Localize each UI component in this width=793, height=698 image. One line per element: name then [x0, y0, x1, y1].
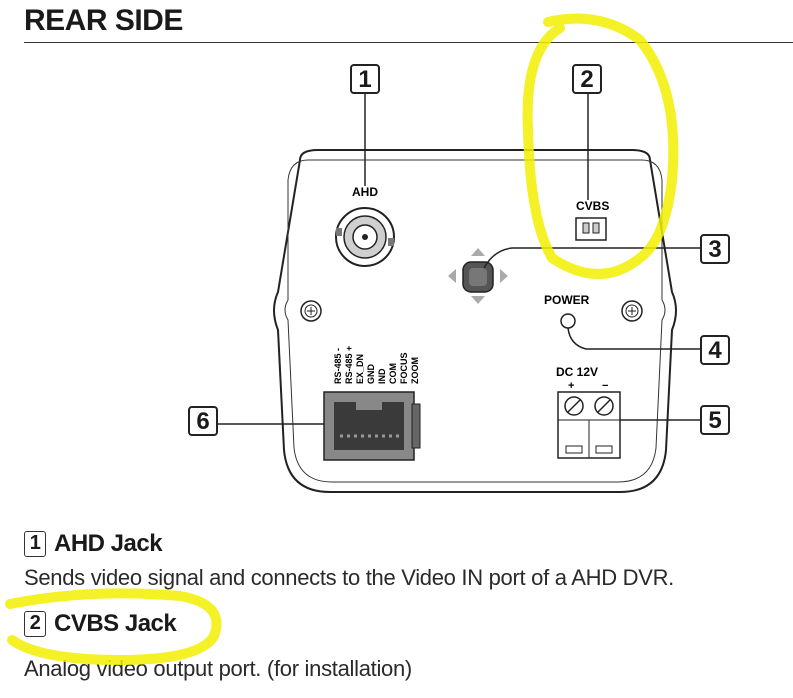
page-title: REAR SIDE — [24, 4, 183, 37]
pin-label: ZOOM — [410, 357, 420, 384]
right-screw — [621, 300, 643, 322]
section-title: CVBS Jack — [54, 610, 177, 637]
section-heading-ahd-jack: 1 AHD Jack — [24, 530, 163, 558]
section-description: Analog video output port. (for installat… — [24, 656, 412, 681]
cvbs-jack — [575, 217, 607, 241]
ahd-jack — [335, 207, 395, 267]
section-number: 2 — [24, 611, 46, 637]
camera-rear-diagram: AHD CVBS POWER RS-485 - RS-485 + EX_DN G… — [218, 94, 700, 493]
dc-plus-label: + — [568, 380, 574, 392]
pin-label: FOCUS — [399, 353, 409, 385]
callout-1: 1 — [350, 64, 380, 94]
cvbs-label: CVBS — [576, 199, 609, 213]
pin-label: RS-485 + — [344, 346, 354, 384]
section-heading-cvbs-jack: 2 CVBS Jack — [24, 610, 177, 638]
section-title: AHD Jack — [54, 530, 163, 557]
power-led — [560, 313, 576, 329]
left-screw — [300, 300, 322, 322]
ahd-label: AHD — [352, 185, 378, 199]
joystick-control — [448, 248, 508, 304]
pin-labels: RS-485 - RS-485 + EX_DN GND IND COM FOCU… — [333, 346, 420, 384]
section-number: 1 — [24, 531, 46, 557]
callout-2: 2 — [572, 64, 602, 94]
rj45-port — [323, 391, 421, 461]
dc-terminal-block — [557, 391, 621, 459]
dc-label: DC 12V — [556, 365, 598, 379]
callout-6: 6 — [188, 406, 218, 436]
callout-3: 3 — [700, 234, 730, 264]
pin-label: EX_DN — [355, 354, 365, 384]
pin-label: GND — [366, 364, 376, 385]
callout-5: 5 — [700, 405, 730, 435]
pin-label: COM — [388, 363, 398, 384]
dc-minus-label: − — [602, 380, 608, 392]
callout-4: 4 — [700, 335, 730, 365]
title-divider — [24, 42, 793, 43]
pin-label: IND — [377, 368, 387, 384]
power-label: POWER — [544, 293, 590, 307]
section-description: Sends video signal and connects to the V… — [24, 565, 674, 590]
pin-label: RS-485 - — [333, 348, 343, 384]
